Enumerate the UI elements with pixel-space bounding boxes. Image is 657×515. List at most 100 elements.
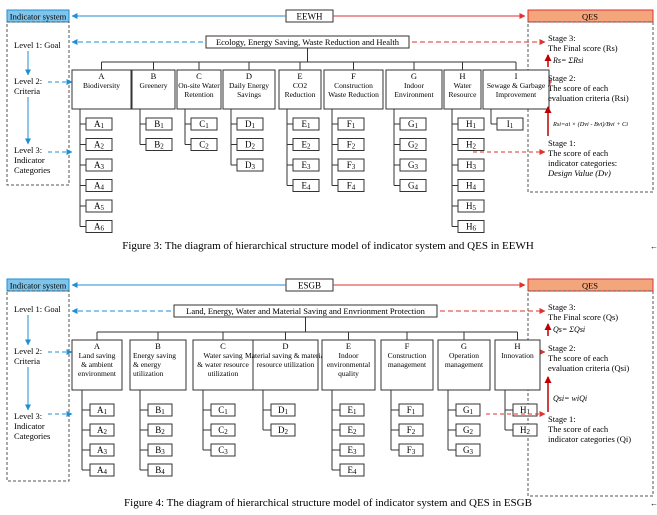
criteria-letter: B bbox=[151, 71, 157, 81]
criteria-box-a bbox=[71, 339, 123, 391]
indicator-label: C2 bbox=[199, 140, 209, 151]
system-label: ESGB bbox=[298, 281, 321, 291]
indicator-box-h1 bbox=[512, 403, 538, 417]
indicator-system-panel bbox=[6, 21, 70, 186]
level-3-sub-label: Indicator bbox=[14, 421, 45, 431]
indicator-label: C1 bbox=[199, 119, 209, 130]
indicator-label: E2 bbox=[348, 425, 358, 436]
criteria-letter: C bbox=[220, 341, 226, 351]
criteria-name: Reduction bbox=[285, 90, 316, 99]
indicator-box-i1 bbox=[496, 117, 524, 131]
criteria-letter: D bbox=[246, 71, 252, 81]
criteria-box-c bbox=[176, 69, 222, 110]
criteria-box-i bbox=[482, 69, 550, 110]
qes-label: QES bbox=[582, 281, 598, 291]
indicator-box-d1 bbox=[270, 403, 296, 417]
indicator-label: H4 bbox=[466, 181, 477, 192]
indicator-label: H2 bbox=[520, 425, 531, 436]
indicator-label: C2 bbox=[218, 425, 228, 436]
indicator-label: H6 bbox=[466, 222, 477, 233]
indicator-box-a3 bbox=[89, 443, 115, 457]
stage-2-desc: The score of each bbox=[548, 353, 609, 363]
criteria-box-d bbox=[252, 339, 319, 391]
stage-1-line: Design Value (Dv) bbox=[547, 168, 611, 178]
criteria-letter: H bbox=[514, 341, 520, 351]
criteria-name: Energy saving bbox=[133, 351, 176, 360]
criteria-name: Construction bbox=[334, 81, 373, 90]
indicator-box-f3 bbox=[398, 443, 424, 457]
criteria-letter: G bbox=[461, 341, 467, 351]
indicator-box-e1 bbox=[292, 117, 320, 131]
return-mark: ← bbox=[650, 242, 657, 251]
indicator-label: H3 bbox=[466, 160, 477, 171]
criteria-letter: I bbox=[515, 71, 518, 81]
indicator-label: G4 bbox=[408, 181, 419, 192]
criteria-name: Waste Reduction bbox=[328, 90, 379, 99]
indicator-system-label: Indicator system bbox=[10, 281, 67, 291]
level-1-label: Level 1: Goal bbox=[14, 304, 61, 314]
indicator-box-g1 bbox=[455, 403, 481, 417]
figure-caption: Figure 3: The diagram of hierarchical st… bbox=[122, 240, 534, 252]
indicator-box-a6 bbox=[85, 220, 113, 233]
goal-label: Ecology, Energy Saving, Waste Reduction … bbox=[216, 37, 400, 47]
indicator-box-d2 bbox=[236, 138, 264, 151]
criteria-name: Water bbox=[454, 81, 472, 90]
criteria-letter: F bbox=[351, 71, 356, 81]
indicator-system-label: Indicator system bbox=[10, 12, 67, 22]
indicator-label: G2 bbox=[408, 140, 419, 151]
criteria-box-e bbox=[278, 69, 322, 110]
indicator-label: B2 bbox=[155, 425, 165, 436]
criteria-letter: D bbox=[282, 341, 288, 351]
level-3-label: Level 3: bbox=[14, 145, 42, 155]
level-2-sub-label: Criteria bbox=[14, 86, 40, 96]
indicator-label: H5 bbox=[466, 201, 477, 212]
stage-1-line: Stage 1: bbox=[548, 138, 576, 148]
indicator-label: B3 bbox=[155, 445, 165, 456]
indicator-box-e1 bbox=[339, 403, 365, 417]
criteria-name: CO2 bbox=[293, 81, 307, 90]
indicator-label: H2 bbox=[466, 140, 477, 151]
indicator-label: G2 bbox=[463, 425, 474, 436]
indicator-label: A5 bbox=[94, 201, 105, 212]
indicator-box-b1 bbox=[145, 117, 173, 131]
stage-1-line: The score of each bbox=[548, 424, 609, 434]
indicator-label: H1 bbox=[466, 119, 477, 130]
indicator-box-b2 bbox=[147, 423, 173, 437]
indicator-box-e4 bbox=[339, 463, 365, 477]
stage-1-line: indicator categories: bbox=[548, 158, 617, 168]
indicator-label: A1 bbox=[94, 119, 105, 130]
indicator-label: D3 bbox=[245, 160, 256, 171]
indicator-box-b4 bbox=[147, 463, 173, 477]
criteria-letter: C bbox=[196, 71, 202, 81]
indicator-box-g4 bbox=[399, 179, 427, 192]
indicator-box-f1 bbox=[398, 403, 424, 417]
criteria-name: utilization bbox=[133, 369, 164, 378]
indicator-label: E4 bbox=[302, 181, 312, 192]
return-mark: ← bbox=[650, 499, 657, 508]
criteria-name: On-site Water bbox=[178, 81, 220, 90]
criteria-box-b bbox=[129, 339, 187, 391]
indicator-label: G3 bbox=[463, 445, 474, 456]
criteria-name: Construction bbox=[388, 351, 427, 360]
indicator-box-g3 bbox=[399, 158, 427, 172]
indicator-box-g2 bbox=[455, 423, 481, 437]
indicator-box-e2 bbox=[292, 138, 320, 151]
criteria-name: Sewage & Garbage bbox=[487, 81, 546, 90]
indicator-label: A4 bbox=[94, 181, 105, 192]
qes-panel bbox=[527, 290, 654, 497]
indicator-label: A3 bbox=[97, 445, 108, 456]
level-2-sub-label: Criteria bbox=[14, 356, 40, 366]
indicator-box-f1 bbox=[337, 117, 365, 131]
indicator-label: E2 bbox=[302, 140, 312, 151]
criteria-box-a bbox=[71, 69, 132, 110]
criteria-letter: B bbox=[155, 341, 161, 351]
level-1-label: Level 1: Goal bbox=[14, 40, 61, 50]
criteria-letter: A bbox=[94, 341, 101, 351]
criteria-name: & water resource bbox=[197, 360, 249, 369]
stage-1-line: Stage 1: bbox=[548, 414, 576, 424]
indicator-box-f2 bbox=[337, 138, 365, 151]
indicator-box-h5 bbox=[457, 199, 485, 213]
indicator-label: A1 bbox=[97, 405, 108, 416]
indicator-box-h2 bbox=[457, 138, 485, 151]
